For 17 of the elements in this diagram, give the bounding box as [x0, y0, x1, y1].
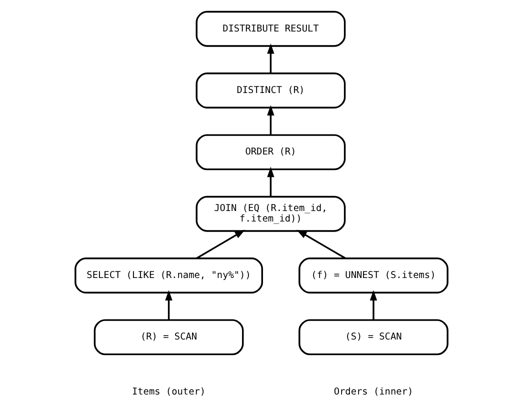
node-box: JOIN (EQ (R.item_id, f.item_id)) [195, 196, 346, 232]
node-box: (S) = SCAN [298, 319, 448, 356]
node-box: ORDER (R) [195, 134, 346, 170]
node-box: DISTINCT (R) [195, 72, 346, 108]
node-box: (f) = UNNEST (S.items) [298, 258, 448, 294]
arrow [164, 290, 172, 320]
arrow [266, 166, 274, 197]
node-label: Orders (inner) [333, 386, 413, 398]
arrow [266, 43, 274, 74]
node-box: DISTRIBUTE RESULT [195, 10, 346, 47]
arrow [369, 290, 377, 320]
arrow [296, 230, 346, 260]
arrow [266, 105, 274, 135]
node-box: (R) = SCAN [93, 319, 244, 356]
arrow [196, 230, 245, 260]
node-box: SELECT (LIKE (R.name, "ny%")) [74, 258, 262, 294]
node-label: Items (outer) [131, 386, 206, 398]
